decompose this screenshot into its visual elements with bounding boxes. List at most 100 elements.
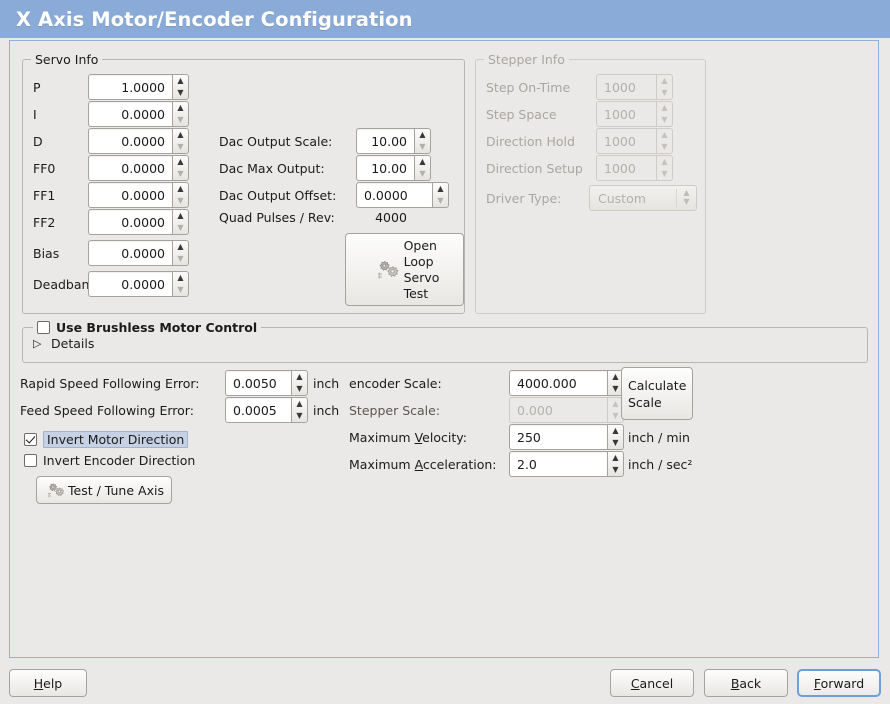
maximum-velocity-spinbox[interactable]: 250 ▲ ▼ <box>509 424 624 450</box>
test-tune-axis-button[interactable]: Test / Tune Axis <box>36 476 172 504</box>
invert-motor-direction-row[interactable]: Invert Motor Direction <box>24 431 188 448</box>
servo-spinbox-ff1[interactable]: 0.0000 ▲ ▼ <box>88 182 189 208</box>
spin-up-icon[interactable]: ▲ <box>173 129 188 141</box>
feed-following-error-spinbox[interactable]: 0.0005 ▲ ▼ <box>225 397 308 423</box>
spin-down-icon[interactable]: ▼ <box>173 284 188 296</box>
spin-down-icon[interactable]: ▼ <box>292 410 307 422</box>
rapid-following-error-spinbox[interactable]: 0.0050 ▲ ▼ <box>225 370 308 396</box>
spin-down-icon[interactable]: ▼ <box>608 464 623 476</box>
servo-value-bias[interactable]: 0.0000 <box>88 240 172 266</box>
maximum-velocity-spin-buttons[interactable]: ▲ ▼ <box>607 424 624 450</box>
maximum-velocity-row: Maximum Velocity: 250 ▲ ▼ inch / min <box>349 424 690 450</box>
spin-down-icon[interactable]: ▼ <box>433 195 448 207</box>
dac-output-offset-spinbox[interactable]: 0.0000 ▲ ▼ <box>356 182 449 208</box>
spin-up-icon[interactable]: ▲ <box>292 371 307 383</box>
servo-label-deadband: Deadband <box>33 277 88 292</box>
spin-down-icon[interactable]: ▼ <box>415 168 430 180</box>
servo-value-ff1[interactable]: 0.0000 <box>88 182 172 208</box>
invert-motor-direction-checkbox[interactable] <box>24 433 37 446</box>
dac-max-output-spinbox[interactable]: 10.00 ▲ ▼ <box>356 155 431 181</box>
servo-spinbox-ff2[interactable]: 0.0000 ▲ ▼ <box>88 209 189 235</box>
servo-spin-buttons-bias[interactable]: ▲ ▼ <box>172 240 189 266</box>
spin-up-icon[interactable]: ▲ <box>173 156 188 168</box>
spin-up-icon[interactable]: ▲ <box>608 452 623 464</box>
invert-encoder-direction-checkbox[interactable] <box>24 454 37 467</box>
spin-down-icon[interactable]: ▼ <box>173 253 188 265</box>
dac-max-output-spin-buttons[interactable]: ▲ ▼ <box>414 155 431 181</box>
spin-up-icon[interactable]: ▲ <box>173 210 188 222</box>
spin-down-icon[interactable]: ▼ <box>173 114 188 126</box>
spin-up-icon[interactable]: ▲ <box>292 398 307 410</box>
maximum-acceleration-value[interactable]: 2.0 <box>509 451 607 477</box>
open-loop-servo-test-button[interactable]: Open Loop Servo Test <box>345 233 464 306</box>
back-button[interactable]: Back <box>704 669 788 697</box>
servo-field-ff2: FF2 0.0000 ▲ ▼ <box>33 209 189 235</box>
servo-spinbox-bias[interactable]: 0.0000 ▲ ▼ <box>88 240 189 266</box>
servo-info-group: Servo Info P 1.0000 ▲ ▼ I 0.0000 <box>22 59 465 314</box>
dac-max-output-value[interactable]: 10.00 <box>356 155 414 181</box>
servo-value-ff2[interactable]: 0.0000 <box>88 209 172 235</box>
dac-output-offset-value[interactable]: 0.0000 <box>356 182 432 208</box>
help-button[interactable]: Help <box>9 669 87 697</box>
servo-spin-buttons-p[interactable]: ▲ ▼ <box>172 74 189 100</box>
spin-down-icon[interactable]: ▼ <box>608 437 623 449</box>
spin-up-icon[interactable]: ▲ <box>173 102 188 114</box>
dac-output-scale-value[interactable]: 10.00 <box>356 128 414 154</box>
servo-spinbox-p[interactable]: 1.0000 ▲ ▼ <box>88 74 189 100</box>
maximum-acceleration-spin-buttons[interactable]: ▲ ▼ <box>607 451 624 477</box>
invert-encoder-direction-row[interactable]: Invert Encoder Direction <box>24 453 195 468</box>
dac-output-scale-spin-buttons[interactable]: ▲ ▼ <box>414 128 431 154</box>
spin-down-icon[interactable]: ▼ <box>415 141 430 153</box>
servo-value-p[interactable]: 1.0000 <box>88 74 172 100</box>
servo-spin-buttons-ff0[interactable]: ▲ ▼ <box>172 155 189 181</box>
spin-down-icon[interactable]: ▼ <box>173 195 188 207</box>
servo-value-deadband[interactable]: 0.0000 <box>88 271 172 297</box>
encoder-scale-value[interactable]: 4000.000 <box>509 370 607 396</box>
servo-spin-buttons-deadband[interactable]: ▲ ▼ <box>172 271 189 297</box>
details-disclosure[interactable]: ▷ Details <box>33 336 94 351</box>
spin-up-icon[interactable]: ▲ <box>433 183 448 195</box>
spin-down-icon[interactable]: ▼ <box>173 222 188 234</box>
stepper-spinbox-step-space: 1000 ▲ ▼ <box>596 101 673 127</box>
use-brushless-motor-control-checkbox[interactable] <box>37 321 50 334</box>
servo-spin-buttons-ff2[interactable]: ▲ ▼ <box>172 209 189 235</box>
maximum-velocity-value[interactable]: 250 <box>509 424 607 450</box>
driver-type-label: Driver Type: <box>486 191 589 206</box>
feed-following-error-value[interactable]: 0.0005 <box>225 397 291 423</box>
rapid-following-error-value[interactable]: 0.0050 <box>225 370 291 396</box>
invert-encoder-direction-label: Invert Encoder Direction <box>43 453 195 468</box>
dac-output-offset-spin-buttons[interactable]: ▲ ▼ <box>432 182 449 208</box>
feed-following-error-spin-buttons[interactable]: ▲ ▼ <box>291 397 308 423</box>
servo-spinbox-d[interactable]: 0.0000 ▲ ▼ <box>88 128 189 154</box>
spin-down-icon[interactable]: ▼ <box>173 141 188 153</box>
servo-spin-buttons-d[interactable]: ▲ ▼ <box>172 128 189 154</box>
open-loop-label-line2: Loop <box>404 254 434 270</box>
rapid-following-error-spin-buttons[interactable]: ▲ ▼ <box>291 370 308 396</box>
servo-spinbox-i[interactable]: 0.0000 ▲ ▼ <box>88 101 189 127</box>
spin-up-icon[interactable]: ▲ <box>173 241 188 253</box>
forward-button[interactable]: Forward <box>797 669 881 697</box>
spin-up-icon[interactable]: ▲ <box>415 156 430 168</box>
servo-spin-buttons-i[interactable]: ▲ ▼ <box>172 101 189 127</box>
servo-value-ff0[interactable]: 0.0000 <box>88 155 172 181</box>
servo-value-d[interactable]: 0.0000 <box>88 128 172 154</box>
servo-value-i[interactable]: 0.0000 <box>88 101 172 127</box>
servo-spin-buttons-ff1[interactable]: ▲ ▼ <box>172 182 189 208</box>
servo-spinbox-deadband[interactable]: 0.0000 ▲ ▼ <box>88 271 189 297</box>
spin-down-icon[interactable]: ▼ <box>173 168 188 180</box>
spin-up-icon[interactable]: ▲ <box>173 75 188 87</box>
spin-up-icon[interactable]: ▲ <box>415 129 430 141</box>
rapid-following-error-unit: inch <box>313 376 339 391</box>
dac-output-scale-spinbox[interactable]: 10.00 ▲ ▼ <box>356 128 431 154</box>
spin-down-icon[interactable]: ▼ <box>292 383 307 395</box>
spin-up-icon[interactable]: ▲ <box>608 425 623 437</box>
spin-up-icon[interactable]: ▲ <box>173 272 188 284</box>
triangle-right-icon[interactable]: ▷ <box>33 337 51 350</box>
encoder-scale-spinbox[interactable]: 4000.000 ▲ ▼ <box>509 370 624 396</box>
servo-spinbox-ff0[interactable]: 0.0000 ▲ ▼ <box>88 155 189 181</box>
spin-down-icon[interactable]: ▼ <box>173 87 188 99</box>
calculate-scale-button[interactable]: Calculate Scale <box>621 367 693 420</box>
maximum-acceleration-spinbox[interactable]: 2.0 ▲ ▼ <box>509 451 624 477</box>
cancel-button[interactable]: Cancel <box>610 669 694 697</box>
spin-up-icon[interactable]: ▲ <box>173 183 188 195</box>
